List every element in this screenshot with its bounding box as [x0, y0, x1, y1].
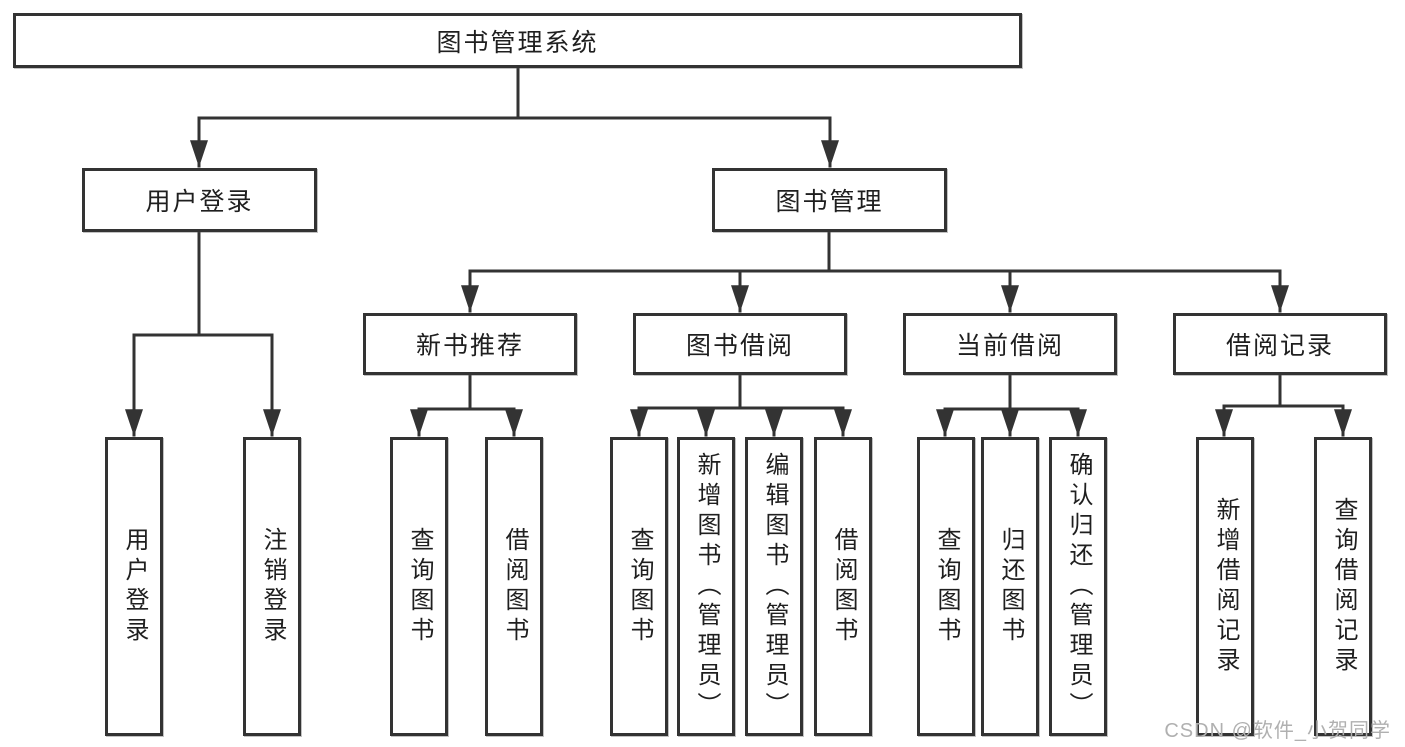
- node-borrowing-records: 借阅记录: [1173, 313, 1387, 375]
- leaf-query-borrow-record: 查询借阅记录: [1314, 437, 1372, 736]
- leaf-query-books-current: 查询图书: [917, 437, 975, 736]
- leaf-logout: 注销登录: [243, 437, 301, 736]
- leaf-query-books-borrowing: 查询图书: [610, 437, 668, 736]
- leaf-edit-books-admin: 编辑图书（管理员）: [745, 437, 803, 736]
- leaf-add-books-admin: 新增图书（管理员）: [677, 437, 735, 736]
- node-root-library-management-system: 图书管理系统: [13, 13, 1022, 68]
- leaf-user-login: 用户登录: [105, 437, 163, 736]
- node-current-borrowing: 当前借阅: [903, 313, 1117, 375]
- node-user-login: 用户登录: [82, 168, 317, 232]
- node-book-borrowing: 图书借阅: [633, 313, 847, 375]
- node-new-book-recommendation: 新书推荐: [363, 313, 577, 375]
- leaf-borrow-books: 借阅图书: [814, 437, 872, 736]
- watermark: CSDN @软件_小贺同学: [1164, 720, 1391, 742]
- leaf-add-borrow-record: 新增借阅记录: [1196, 437, 1254, 736]
- leaf-query-books-recommend: 查询图书: [390, 437, 448, 736]
- leaf-confirm-return-admin: 确认归还（管理员）: [1049, 437, 1107, 736]
- node-book-management: 图书管理: [712, 168, 947, 232]
- leaf-return-books: 归还图书: [981, 437, 1039, 736]
- leaf-borrow-books-recommend: 借阅图书: [485, 437, 543, 736]
